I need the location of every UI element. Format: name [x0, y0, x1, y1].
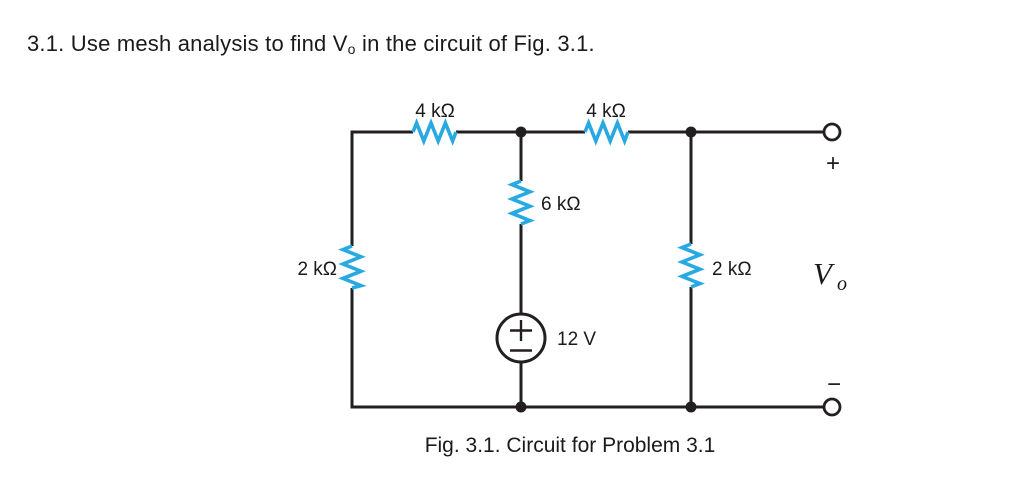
output-voltage-label: V	[813, 256, 835, 291]
resistor-icon-left	[338, 244, 367, 290]
resistor-label-right: 2 kΩ	[712, 259, 752, 280]
resistor-icon-right	[677, 242, 705, 289]
resistor-icon-top-left	[411, 118, 458, 146]
figure-caption: Fig. 3.1. Circuit for Problem 3.1	[424, 434, 716, 457]
wire-top-left	[350, 130, 413, 246]
plus-icon	[510, 320, 532, 341]
resistor-icon-top-right	[583, 118, 630, 146]
output-plus-sign: +	[826, 150, 840, 177]
resistor-label-left: 2 kΩ	[297, 259, 337, 280]
resistor-label-top-left: 4 kΩ	[415, 101, 455, 122]
output-minus-sign: −	[827, 371, 841, 398]
circuit-wires	[350, 130, 824, 409]
terminal-circle-top	[822, 122, 842, 142]
voltage-source	[495, 312, 547, 364]
junction-dot	[515, 126, 527, 138]
junction-dots	[515, 126, 697, 413]
wire-bottom	[350, 288, 824, 409]
output-voltage-label-subscript: o	[837, 273, 847, 295]
resistor-label-top-right: 4 kΩ	[586, 101, 626, 122]
voltage-source-label: 12 V	[557, 329, 596, 350]
output-terminals	[822, 122, 842, 417]
junction-dot	[685, 126, 697, 138]
problem-statement-subscript: o	[347, 41, 356, 57]
problem-statement-suffix: in the circuit of Fig. 3.1.	[355, 31, 595, 56]
problem-statement-prefix: 3.1. Use mesh analysis to find V	[27, 31, 348, 56]
junction-dot	[515, 401, 527, 413]
resistor-icon-middle	[507, 179, 535, 226]
problem-statement: 3.1. Use mesh analysis to find Vo in the…	[27, 31, 595, 57]
terminal-circle-bottom	[822, 397, 842, 417]
junction-dot	[685, 401, 697, 413]
resistor-label-middle: 6 kΩ	[541, 194, 581, 215]
circuit-resistors	[338, 118, 705, 290]
component-labels: 4 kΩ 4 kΩ 6 kΩ 2 kΩ 2 kΩ 12 V + − V o	[297, 101, 847, 398]
